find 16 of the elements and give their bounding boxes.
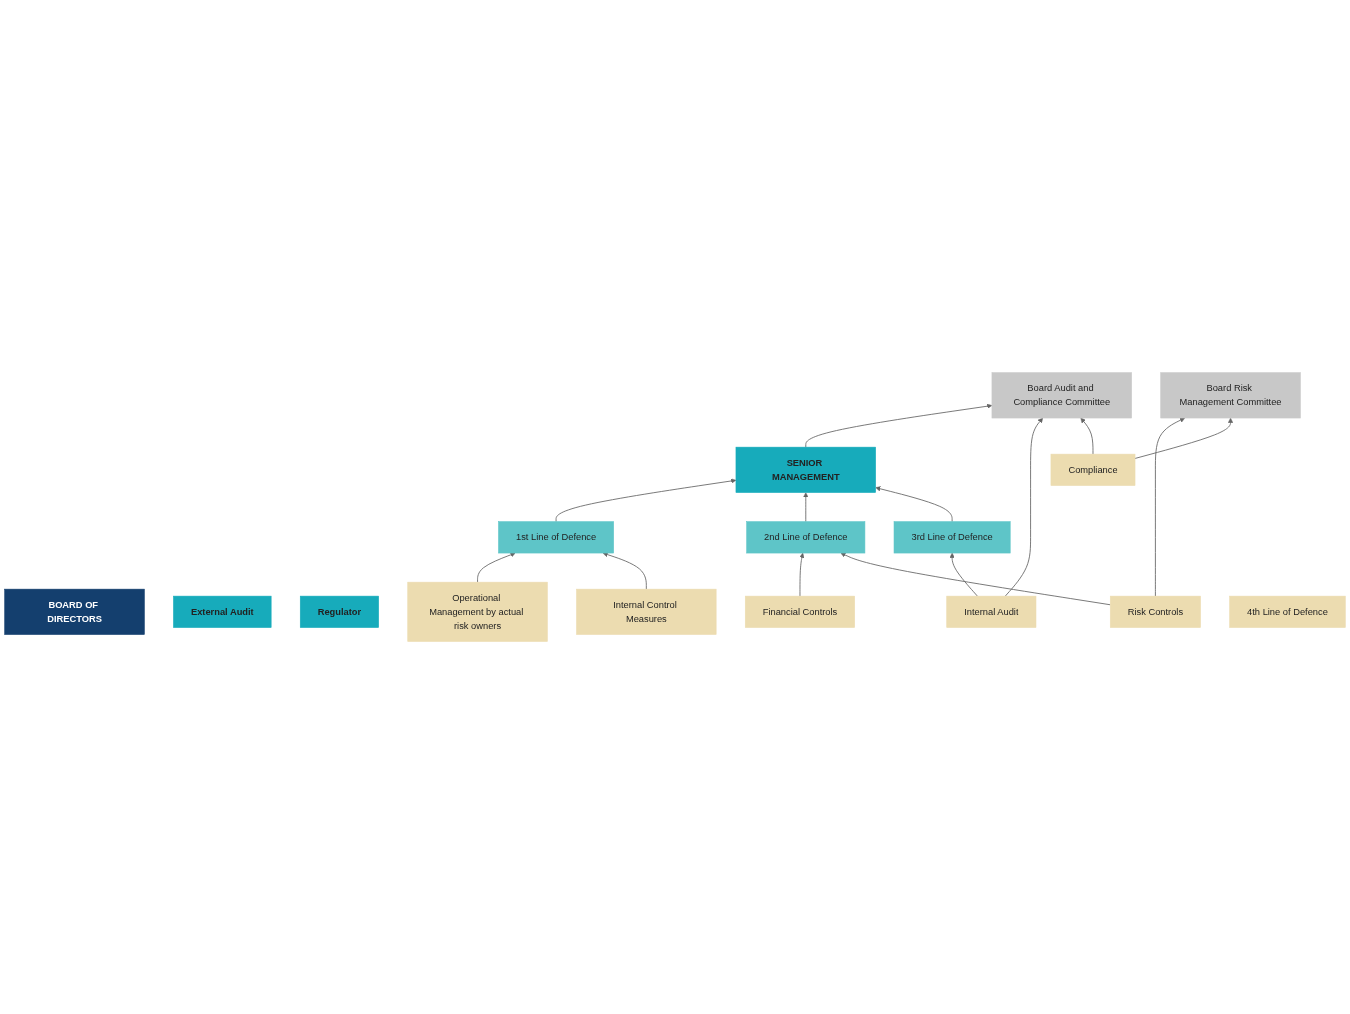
- node-box: 2nd Line of Defence: [746, 521, 866, 554]
- node-box: Compliance: [1050, 453, 1136, 486]
- node-box: Operational Management by actual risk owners: [407, 581, 548, 642]
- node-box: Regulator: [299, 595, 379, 628]
- node-box: Board Risk Management Committee: [1160, 372, 1301, 419]
- node-box: Board Audit and Compliance Committee: [991, 372, 1132, 419]
- node-box: Financial Controls: [744, 595, 855, 628]
- node-box: External Audit: [173, 595, 272, 628]
- node-box: 4th Line of Defence: [1229, 595, 1346, 628]
- node-box: Risk Controls: [1109, 595, 1201, 628]
- node-box: BOARD OF DIRECTORS: [4, 588, 145, 635]
- node-box: SENIOR MANAGEMENT: [735, 446, 876, 493]
- node-box: 3rd Line of Defence: [893, 521, 1011, 554]
- node-box: Internal Audit: [946, 595, 1037, 628]
- node-box: Internal Control Measures: [576, 588, 717, 635]
- node-box: 1st Line of Defence: [498, 521, 614, 554]
